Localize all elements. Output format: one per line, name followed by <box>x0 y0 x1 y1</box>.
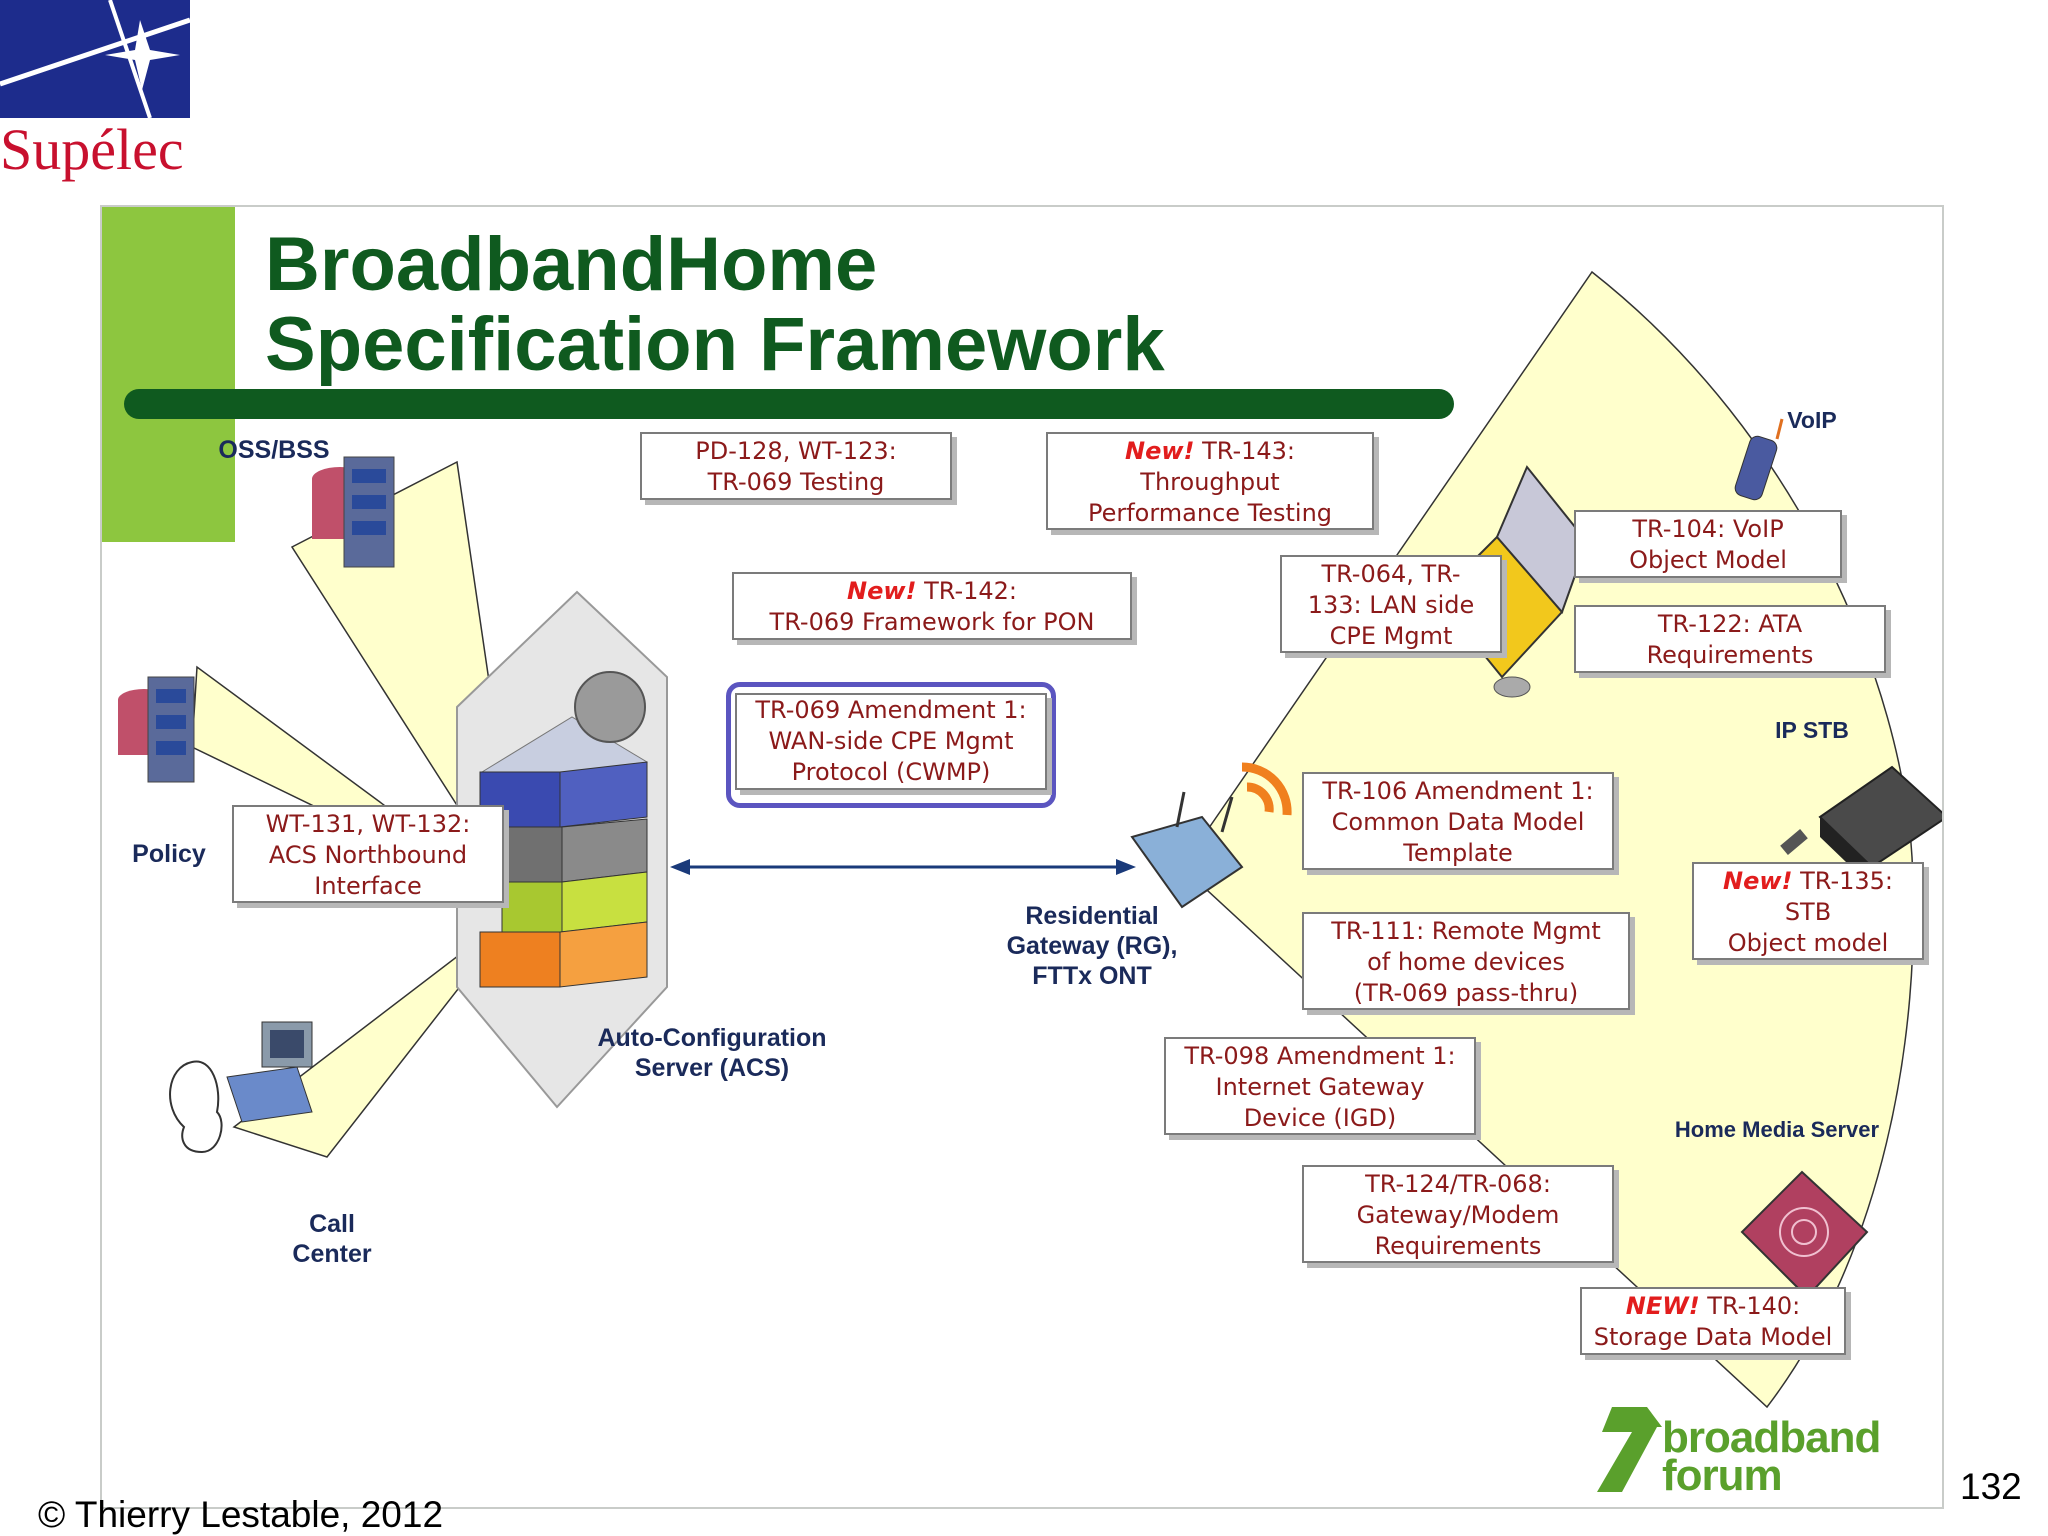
box-tr142-new: New! <box>846 577 917 605</box>
oss-bss-label: OSS/BSS <box>218 436 330 464</box>
box-tr104-line2: Object Model <box>1629 546 1787 574</box>
acs-server-icon <box>456 590 668 1109</box>
call-center-label-line2: Center <box>292 1240 372 1268</box>
box-tr122-line1: TR-122: ATA <box>1657 610 1803 638</box>
box-tr124: TR-124/TR-068: Gateway/Modem Requirement… <box>1302 1165 1614 1263</box>
box-tr143: New! TR-143: Throughput Performance Test… <box>1046 432 1374 530</box>
media-server-icon <box>1740 1170 1869 1299</box>
box-tr122-line2: Requirements <box>1646 641 1814 669</box>
box-tr124-line3: Requirements <box>1374 1232 1542 1260</box>
box-tr135-new: New! <box>1722 867 1793 895</box>
rg-label-line2: Gateway (RG), <box>1006 932 1178 960</box>
rg-label-line3: FTTx ONT <box>1032 962 1152 990</box>
box-wt131: WT-131, WT-132: ACS Northbound Interface <box>232 805 504 903</box>
ip-stb-label: IP STB <box>1775 717 1849 743</box>
box-tr135-line1: TR-135: <box>1792 867 1894 895</box>
box-tr111-line3: (TR-069 pass-thru) <box>1353 979 1579 1007</box>
box-tr143-line2: Throughput <box>1140 468 1280 496</box>
box-tr140-line2: Storage Data Model <box>1593 1323 1833 1351</box>
box-tr069-inner: TR-069 Amendment 1: WAN-side CPE Mgmt Pr… <box>735 693 1047 790</box>
copyright-footer: © Thierry Lestable, 2012 <box>38 1494 444 1535</box>
box-tr069-highlighted: TR-069 Amendment 1: WAN-side CPE Mgmt Pr… <box>726 682 1056 808</box>
box-tr064: TR-064, TR- 133: LAN side CPE Mgmt <box>1280 555 1502 653</box>
box-wt131-line1: WT-131, WT-132: <box>265 810 471 838</box>
box-tr142-line2: TR-069 Framework for PON <box>769 608 1095 636</box>
bf-logo-line2: forum <box>1662 1451 1783 1500</box>
supelec-logo-mark <box>0 0 190 118</box>
box-wt131-line3: Interface <box>314 872 422 900</box>
box-tr064-line2: 133: LAN side <box>1307 591 1475 619</box>
box-tr104-line1: TR-104: VoIP <box>1632 515 1784 543</box>
box-tr124-line2: Gateway/Modem <box>1356 1201 1560 1229</box>
broadband-forum-logo-mark <box>1597 1407 1662 1492</box>
box-tr122: TR-122: ATA Requirements <box>1574 605 1886 673</box>
box-tr111-line2: of home devices <box>1367 948 1565 976</box>
box-tr069-line2: WAN-side CPE Mgmt <box>768 727 1014 755</box>
oss-server-icon <box>312 456 395 568</box>
slide-title-line1: BroadbandHome <box>265 222 878 307</box>
box-tr106-line3: Template <box>1403 839 1513 867</box>
box-wt131-line2: ACS Northbound <box>268 841 468 869</box>
title-underline-bar <box>124 389 1454 419</box>
box-tr135: New! TR-135: STB Object model <box>1692 862 1924 960</box>
box-tr140-new: NEW! <box>1625 1292 1700 1320</box>
box-tr106: TR-106 Amendment 1: Common Data Model Te… <box>1302 772 1614 870</box>
box-tr143-new: New! <box>1124 437 1195 465</box>
rg-label-line1: Residential <box>1025 902 1159 930</box>
box-tr135-line3: Object model <box>1727 929 1889 957</box>
supelec-logo-text: Supélec <box>0 117 184 182</box>
box-tr124-line1: TR-124/TR-068: <box>1365 1170 1551 1198</box>
slide-frame: BroadbandHome Specification Framework OS… <box>100 205 1944 1509</box>
box-tr069-line1: TR-069 Amendment 1: <box>755 696 1027 724</box>
page-number: 132 <box>1960 1466 2022 1507</box>
box-tr140-line1: TR-140: <box>1699 1292 1801 1320</box>
voip-label: VoIP <box>1787 407 1837 433</box>
box-tr140: NEW! TR-140: Storage Data Model <box>1580 1287 1846 1355</box>
residential-gateway-icon <box>1130 791 1244 909</box>
green-accent-block <box>102 207 235 542</box>
broadband-forum-logo-text: broadband forum <box>1662 1413 1881 1500</box>
box-tr143-line3: Performance Testing <box>1087 499 1333 527</box>
box-tr142-line1: TR-142: <box>916 577 1018 605</box>
box-pd128-line1: PD-128, WT-123: <box>695 437 897 465</box>
box-tr104: TR-104: VoIP Object Model <box>1574 510 1842 578</box>
box-tr106-line2: Common Data Model <box>1331 808 1585 836</box>
box-tr098: TR-098 Amendment 1: Internet Gateway Dev… <box>1164 1037 1476 1135</box>
box-tr098-line2: Internet Gateway <box>1215 1073 1425 1101</box>
box-pd128-line2: TR-069 Testing <box>707 468 885 496</box>
policy-label: Policy <box>132 840 206 868</box>
box-tr098-line3: Device (IGD) <box>1243 1104 1397 1132</box>
box-tr111: TR-111: Remote Mgmt of home devices (TR-… <box>1302 912 1630 1010</box>
box-tr098-line1: TR-098 Amendment 1: <box>1184 1042 1456 1070</box>
box-tr064-line1: TR-064, TR- <box>1321 560 1461 588</box>
box-tr106-line1: TR-106 Amendment 1: <box>1322 777 1594 805</box>
box-pd128: PD-128, WT-123: TR-069 Testing <box>640 432 952 500</box>
box-tr143-line1: TR-143: <box>1194 437 1296 465</box>
wireless-signal-icon <box>1241 762 1292 816</box>
call-center-icon <box>169 1021 313 1154</box>
box-tr111-line1: TR-111: Remote Mgmt <box>1331 917 1601 945</box>
voip-phone-icon <box>1734 418 1784 501</box>
bf-logo-line1: broadband <box>1662 1413 1881 1462</box>
box-tr069-line3: Protocol (CWMP) <box>791 758 991 786</box>
box-tr135-line2: STB <box>1784 898 1832 926</box>
box-tr064-line3: CPE Mgmt <box>1329 622 1453 650</box>
policy-server-icon <box>118 676 195 783</box>
slide-title-line2: Specification Framework <box>265 302 1165 387</box>
call-center-label-line1: Call <box>309 1210 355 1238</box>
acs-label-line1: Auto-Configuration <box>597 1024 827 1052</box>
box-tr142: New! TR-142: TR-069 Framework for PON <box>732 572 1132 640</box>
acs-label-line2: Server (ACS) <box>634 1054 790 1082</box>
home-media-server-label: Home Media Server <box>1674 1117 1880 1142</box>
